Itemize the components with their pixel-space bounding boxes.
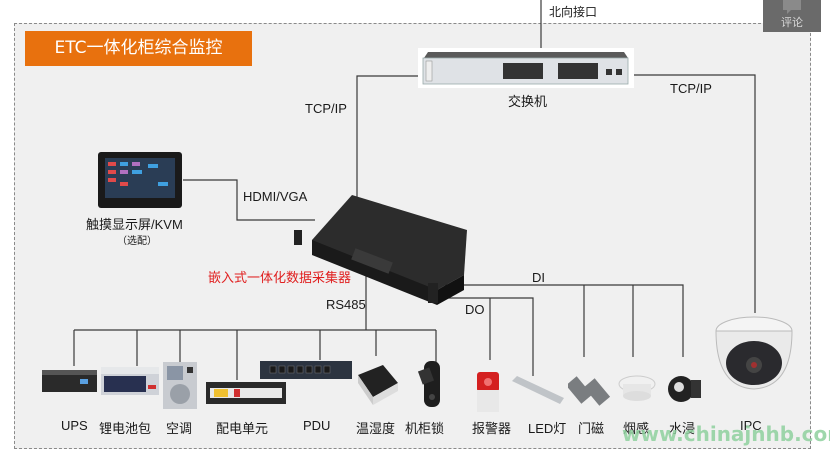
comment-icon [783, 0, 801, 14]
di-label: DI [532, 270, 545, 285]
ipc-camera-device [715, 316, 793, 390]
display-note: （选配） [117, 236, 157, 247]
wire-switch-collector [356, 75, 433, 200]
device-label-water: 水浸 [669, 421, 696, 436]
device-label-led: LED灯 [528, 421, 567, 436]
comment-label: 评论 [781, 16, 803, 29]
diagram-title: ETC一体化柜综合监控 [25, 31, 252, 66]
do-label: DO [465, 302, 485, 317]
wire-display-collector [183, 179, 315, 221]
tcpip-label-left: TCP/IP [305, 101, 347, 116]
power-distribution-device [206, 382, 286, 404]
led-light-device [512, 376, 564, 404]
water-leak-device [668, 376, 701, 402]
touch-display-device [98, 152, 182, 208]
wire-do [440, 297, 534, 376]
switch-label: 交换机 [508, 94, 548, 109]
air-conditioner-device [163, 362, 197, 409]
data-collector-device [294, 195, 467, 305]
wire-di [440, 284, 684, 357]
ups-device [42, 370, 97, 392]
device-label-ipc: IPC [740, 418, 762, 433]
north-interface-label: 北向接口 [549, 5, 598, 19]
alarm-device [477, 372, 499, 412]
collector-label: 嵌入式一体化数据采集器 [208, 270, 352, 285]
rs485-label: RS485 [326, 297, 366, 312]
device-label-ups: UPS [61, 418, 88, 433]
wire-switch-ipc [633, 74, 756, 313]
temp-humidity-device [358, 365, 398, 405]
lithium-battery-device [101, 367, 159, 395]
device-label-pdu: PDU [303, 418, 331, 433]
watermark: www.chinajnhb.com [622, 422, 830, 446]
pdu-device [260, 361, 352, 379]
tcpip-label-right: TCP/IP [670, 81, 712, 96]
device-label-battery: 锂电池包 [99, 421, 152, 436]
comment-button[interactable]: 评论 [763, 0, 821, 32]
cabinet-lock-device [418, 361, 440, 407]
switch-device [418, 48, 634, 88]
device-label-cabinet-lock: 机柜锁 [405, 421, 445, 436]
device-label-door: 门磁 [578, 421, 605, 436]
device-label-ac: 空调 [166, 421, 193, 436]
device-label-temp-humidity: 温湿度 [356, 421, 396, 436]
display-label: 触摸显示屏/KVM [86, 217, 183, 232]
smoke-detector-device [618, 375, 656, 401]
device-label-alarm: 报警器 [472, 421, 512, 436]
door-sensor-device [568, 376, 611, 406]
device-label-smoke: 烟感 [623, 421, 650, 436]
hdmi-vga-label: HDMI/VGA [243, 189, 308, 204]
device-label-power-unit: 配电单元 [216, 421, 269, 436]
